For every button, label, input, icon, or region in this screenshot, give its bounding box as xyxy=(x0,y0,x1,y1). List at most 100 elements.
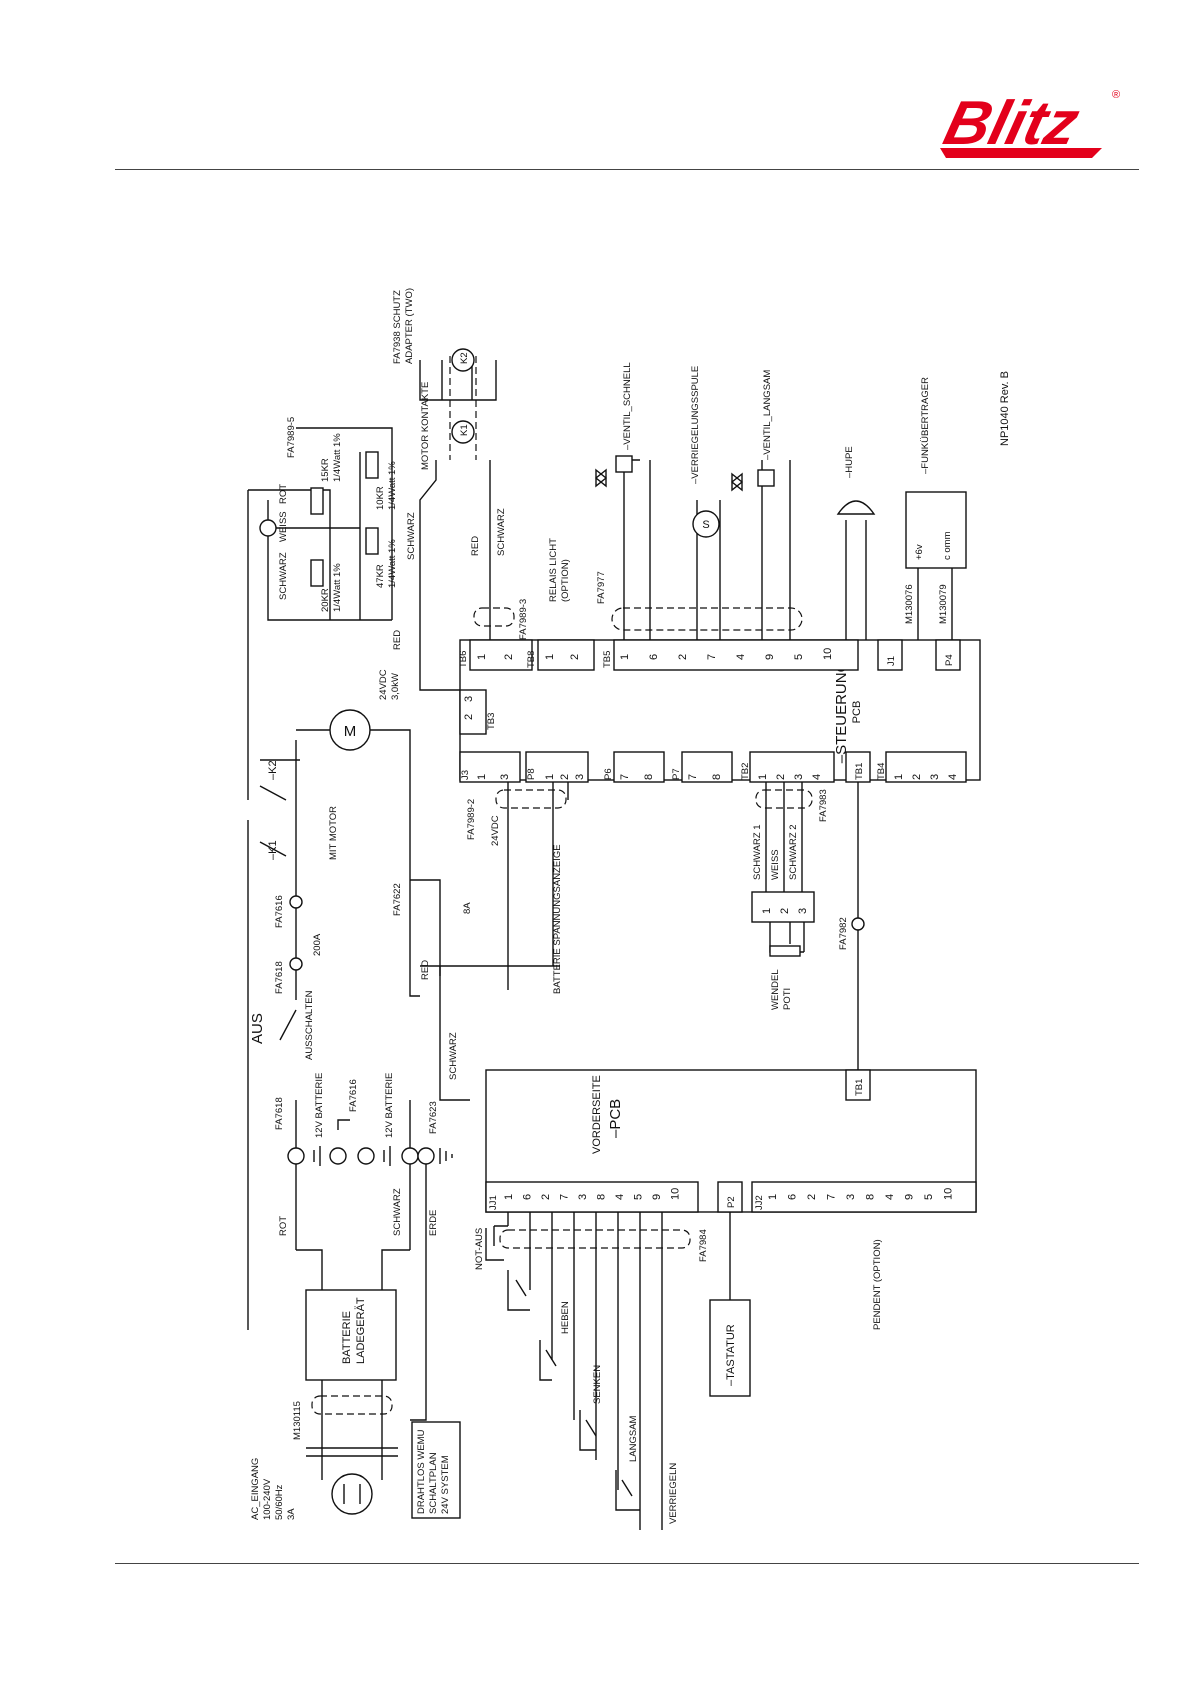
jj1-connector xyxy=(485,1181,699,1213)
poti-pin-1: 1 xyxy=(761,908,773,914)
tb5-pin-10: 10 xyxy=(822,648,834,660)
charger-feed xyxy=(296,1164,427,1421)
tb5-pin-1: 1 xyxy=(619,654,631,660)
tb4-pin-3: 3 xyxy=(929,774,941,780)
r1-spec: 1/4Watt 1% xyxy=(332,433,343,482)
battery-rails xyxy=(295,1100,411,1250)
r3-spec: 1/4Watt 1% xyxy=(387,539,398,588)
heben-button xyxy=(507,1270,530,1311)
tb5-pin-5: 5 xyxy=(793,654,805,660)
adapter-label-2: ADAPTER (TWO) xyxy=(404,288,415,364)
fa7989-3-shield xyxy=(473,607,515,627)
ac-plug-bars xyxy=(306,1447,398,1457)
r4-spec: 1/4Watt 1% xyxy=(332,563,343,612)
battery-ground-node xyxy=(417,1147,435,1165)
header-rule xyxy=(115,169,1139,170)
r4-value: 20KR xyxy=(320,588,331,612)
j3-connector xyxy=(459,751,521,783)
j1-name: J1 xyxy=(886,656,897,666)
battery-lower-label: 12V BATTERIE xyxy=(384,1073,395,1138)
resistor-10kr xyxy=(365,451,379,479)
plan-title-3: 24V SYSTEM xyxy=(440,1455,451,1514)
fa7623-label: FA7623 xyxy=(428,1101,439,1134)
vorderseite-label: VORDERSEITE xyxy=(591,1075,603,1154)
jj2-pin-7: 7 xyxy=(826,1194,838,1200)
verriegeln-button xyxy=(615,1470,640,1511)
ventil-schnell-label: –VENTIL_SCHNELL xyxy=(622,362,633,450)
tb8-connector xyxy=(537,639,595,671)
funk-label: –FUNKÜBERTRAGER xyxy=(920,377,931,474)
p6-pin-7: 7 xyxy=(619,774,631,780)
tb3-pin-3: 3 xyxy=(463,696,475,702)
fa7977-shield xyxy=(611,607,803,631)
verriegeln-label: VERRIEGELN xyxy=(668,1463,679,1524)
fa7977-label: FA7977 xyxy=(596,571,607,604)
senken-label: SENKEN xyxy=(592,1365,603,1404)
wire-schwarz-mk2: SCHWARZ xyxy=(496,508,507,556)
tb8-pin-2: 2 xyxy=(569,654,581,660)
plan-title-1: DRAHTLOS WEMU xyxy=(416,1429,427,1514)
jj1-pin-4: 4 xyxy=(614,1194,626,1200)
k2-contact-label: K2 xyxy=(459,352,470,364)
ventil-langsam-coil xyxy=(757,469,775,487)
batterie-ladegeraet xyxy=(305,1289,397,1381)
motor-contact-wires xyxy=(419,460,491,691)
fa7989-2-shield xyxy=(495,789,567,809)
funk-wires xyxy=(917,568,953,640)
plan-title-box xyxy=(411,1421,461,1519)
tb2-poti-wires xyxy=(765,782,803,900)
ventil-schnell-valve-icon xyxy=(594,468,608,488)
tb8-name: TB8 xyxy=(526,651,537,668)
battery-upper-plus xyxy=(287,1147,305,1165)
r3-value: 47KR xyxy=(375,564,386,588)
heben-label: HEBEN xyxy=(560,1301,571,1334)
notaus-button xyxy=(485,1225,508,1261)
resistor-net-wires xyxy=(267,452,392,621)
hupe-icon xyxy=(836,500,876,515)
fa7982-label: FA7982 xyxy=(838,917,849,950)
m130115-label: M130115 xyxy=(292,1401,303,1440)
funk-comm: c omm xyxy=(942,531,953,560)
j1-connector xyxy=(877,639,903,671)
motor-spec-1: 24VDC xyxy=(378,669,389,700)
tb3-name: TB3 xyxy=(486,713,497,730)
hupe-wires xyxy=(845,520,867,640)
ac-input-2: 100-240V xyxy=(262,1478,273,1520)
notaus-label: NOT-AUS xyxy=(474,1228,485,1270)
p8-wires xyxy=(507,782,569,990)
wire-weiss-upper: WEISS xyxy=(278,511,289,542)
vorderseite-sub: –PCB xyxy=(607,1099,624,1138)
steuerung-label: –STEUERUNG xyxy=(833,661,850,764)
jj1-pin-1: 1 xyxy=(503,1194,515,1200)
tb5-pin-6: 6 xyxy=(648,654,660,660)
tb2-pin-1: 1 xyxy=(757,774,769,780)
p8-connector xyxy=(525,751,589,783)
tb4-connector xyxy=(885,751,967,783)
fa7622-wires xyxy=(410,879,560,976)
k2-label: –K2 xyxy=(267,760,279,780)
battery-upper-label: 12V BATTERIE xyxy=(314,1073,325,1138)
tb8-pin-1: 1 xyxy=(544,654,556,660)
jj2-pin-6: 6 xyxy=(787,1194,799,1200)
p8-pin-1: 1 xyxy=(544,774,556,780)
wire-schwarz-link: SCHWARZ xyxy=(448,1032,459,1080)
contactor-wires xyxy=(247,740,300,890)
resistor-frame-top xyxy=(296,427,393,620)
battery-cells-icon xyxy=(313,1146,453,1166)
p7-pin-8: 8 xyxy=(711,774,723,780)
wire-schwarz-upper: SCHWARZ xyxy=(278,552,289,600)
spannungsanzeige-label: BATTERIE SPANNUNGSANZEIGE xyxy=(552,844,563,994)
fa7618-switch-label: FA7618 xyxy=(274,961,285,994)
resistor-net-left xyxy=(247,489,331,800)
tastatur-label: –TASTATUR xyxy=(725,1324,737,1386)
fa7616-fuse-label: FA7616 xyxy=(274,895,285,928)
p6-name: P6 xyxy=(603,768,614,780)
plan-title-2: SCHALTPLAN xyxy=(428,1452,439,1514)
jj1-pin-2: 2 xyxy=(540,1194,552,1200)
p8-pin-2: 2 xyxy=(559,774,571,780)
blitz-logo: Blitz ® xyxy=(938,89,1120,158)
wire-weiss-poti: WEISS xyxy=(770,849,781,880)
jj2-pin-10: 10 xyxy=(943,1188,955,1200)
jj1-pin-7: 7 xyxy=(559,1194,571,1200)
ac-input-1: AC_EINGANG xyxy=(250,1458,261,1520)
